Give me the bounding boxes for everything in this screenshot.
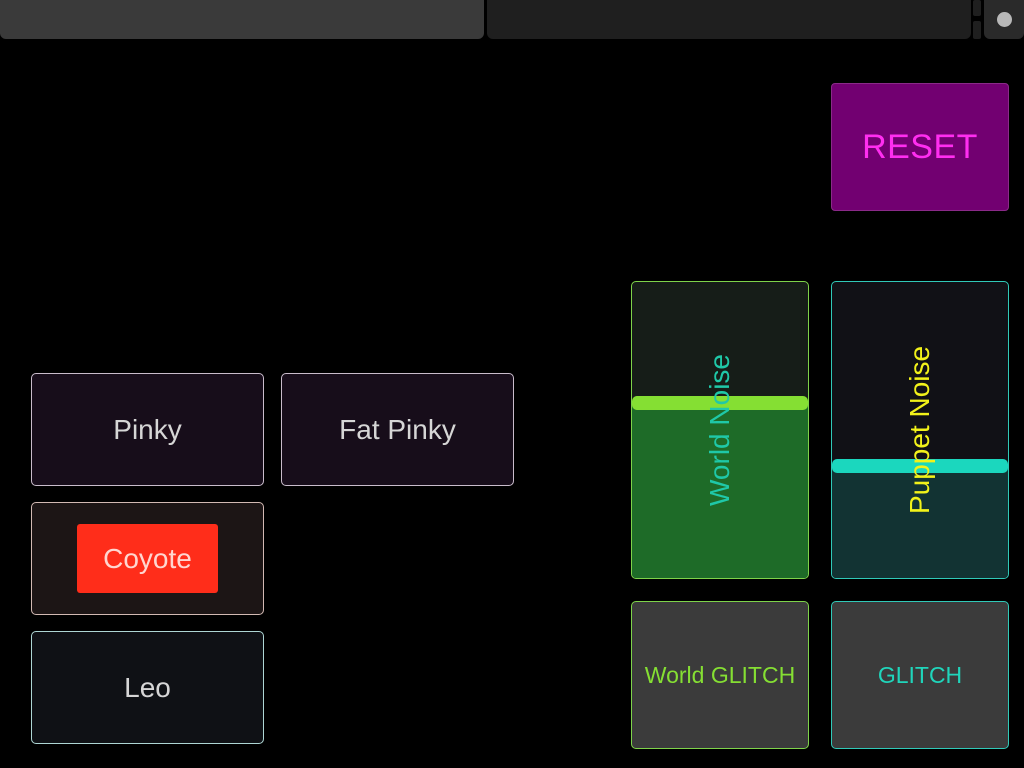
coyote-button[interactable]: Coyote [31,502,264,615]
world-noise-fader[interactable]: World Noise [631,281,809,579]
puppet-noise-fader[interactable]: Puppet Noise [831,281,1009,579]
puppet-noise-label: Puppet Noise [904,346,936,514]
menu-button[interactable] [984,0,1024,39]
puppet-glitch-button[interactable]: GLITCH [831,601,1009,749]
coyote-active-label: Coyote [77,524,218,593]
dot-menu-icon [997,12,1012,27]
tab-separator [973,0,981,39]
fat-pinky-button[interactable]: Fat Pinky [281,373,514,486]
page-tab-1[interactable] [0,0,484,39]
pinky-button[interactable]: Pinky [31,373,264,486]
reset-button[interactable]: RESET [831,83,1009,211]
page-tab-2[interactable] [487,0,971,39]
leo-button[interactable]: Leo [31,631,264,744]
world-glitch-button[interactable]: World GLITCH [631,601,809,749]
world-noise-label: World Noise [704,354,736,506]
